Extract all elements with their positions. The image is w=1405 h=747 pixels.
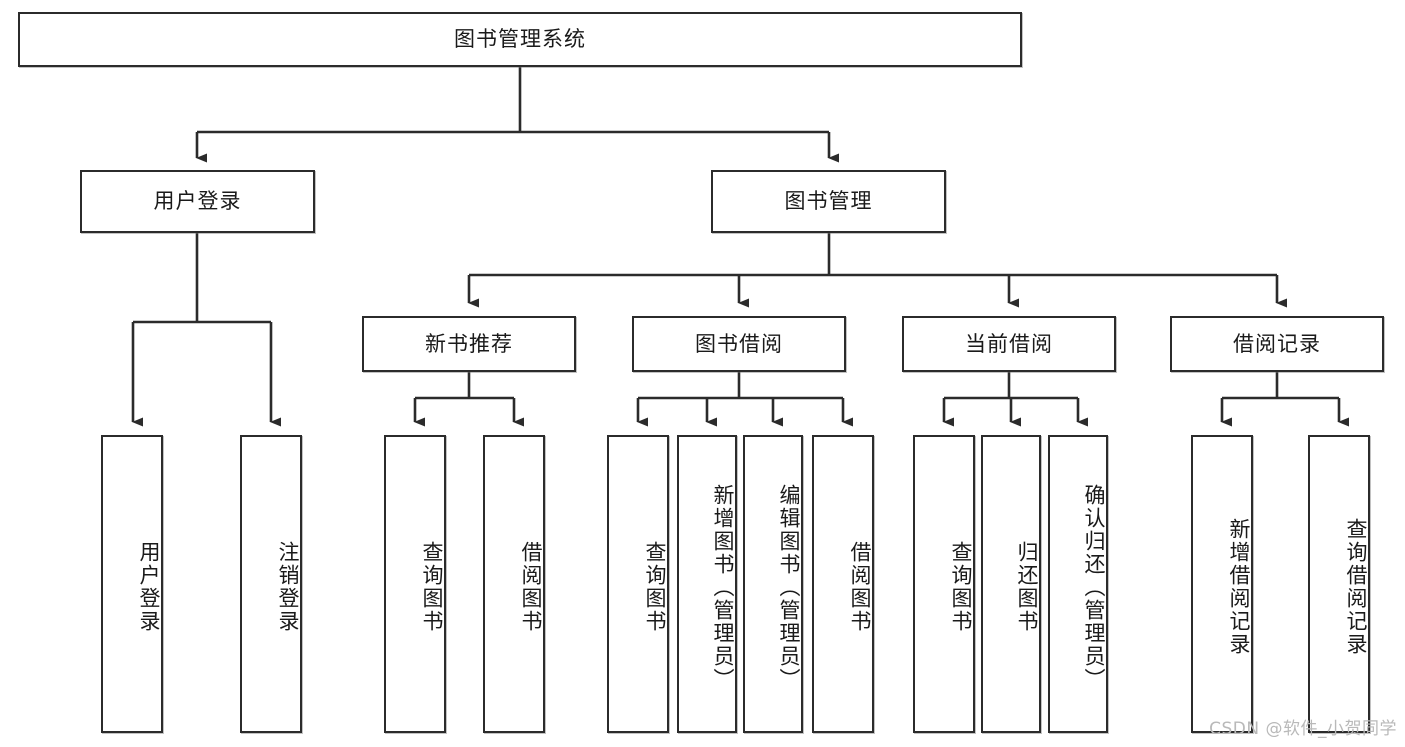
leaf-user-login[interactable]: 用户登录: [101, 435, 163, 733]
node-book-manage[interactable]: 图书管理: [711, 170, 946, 233]
node-user-login[interactable]: 用户登录: [80, 170, 315, 233]
node-label: 注销登录: [276, 541, 300, 633]
leaf-query-book-2[interactable]: 查询图书: [607, 435, 669, 733]
leaf-query-book-1[interactable]: 查询图书: [384, 435, 446, 733]
node-label: 借阅图书: [848, 541, 872, 633]
node-current-borrow[interactable]: 当前借阅: [902, 316, 1116, 372]
node-label: 新增借阅记录: [1227, 518, 1251, 656]
node-label: 图书借阅: [695, 331, 783, 356]
leaf-confirm-return-admin[interactable]: 确认归还（管理员）: [1048, 435, 1108, 733]
leaf-borrow-book-1[interactable]: 借阅图书: [483, 435, 545, 733]
node-label: 当前借阅: [965, 331, 1053, 356]
node-label: 查询图书: [949, 541, 973, 633]
node-label: 确认归还（管理员）: [1082, 483, 1106, 691]
node-root-system[interactable]: 图书管理系统: [18, 12, 1022, 67]
leaf-return-book[interactable]: 归还图书: [981, 435, 1041, 733]
node-label: 查询图书: [420, 541, 444, 633]
node-label: 图书管理系统: [454, 27, 586, 52]
node-label: 用户登录: [153, 189, 242, 214]
node-borrow-record[interactable]: 借阅记录: [1170, 316, 1384, 372]
node-label: 查询借阅记录: [1344, 518, 1368, 656]
leaf-add-book-admin[interactable]: 新增图书（管理员）: [677, 435, 737, 733]
node-label: 借阅记录: [1233, 331, 1321, 356]
node-label: 借阅图书: [519, 541, 543, 633]
node-label: 新书推荐: [425, 331, 513, 356]
node-book-borrow[interactable]: 图书借阅: [632, 316, 846, 372]
node-label: 归还图书: [1015, 541, 1039, 633]
node-new-book-recommend[interactable]: 新书推荐: [362, 316, 576, 372]
leaf-add-borrow-record[interactable]: 新增借阅记录: [1191, 435, 1253, 733]
csdn-watermark: CSDN @软件_小贺同学: [1209, 719, 1397, 739]
leaf-logout-login[interactable]: 注销登录: [240, 435, 302, 733]
leaf-edit-book-admin[interactable]: 编辑图书（管理员）: [743, 435, 803, 733]
node-label: 新增图书（管理员）: [711, 483, 735, 691]
leaf-borrow-book-2[interactable]: 借阅图书: [812, 435, 874, 733]
leaf-query-borrow-record[interactable]: 查询借阅记录: [1308, 435, 1370, 733]
node-label: 图书管理: [784, 189, 873, 214]
leaf-query-book-3[interactable]: 查询图书: [913, 435, 975, 733]
node-label: 编辑图书（管理员）: [777, 483, 801, 691]
node-label: 用户登录: [137, 541, 161, 633]
node-label: 查询图书: [643, 541, 667, 633]
